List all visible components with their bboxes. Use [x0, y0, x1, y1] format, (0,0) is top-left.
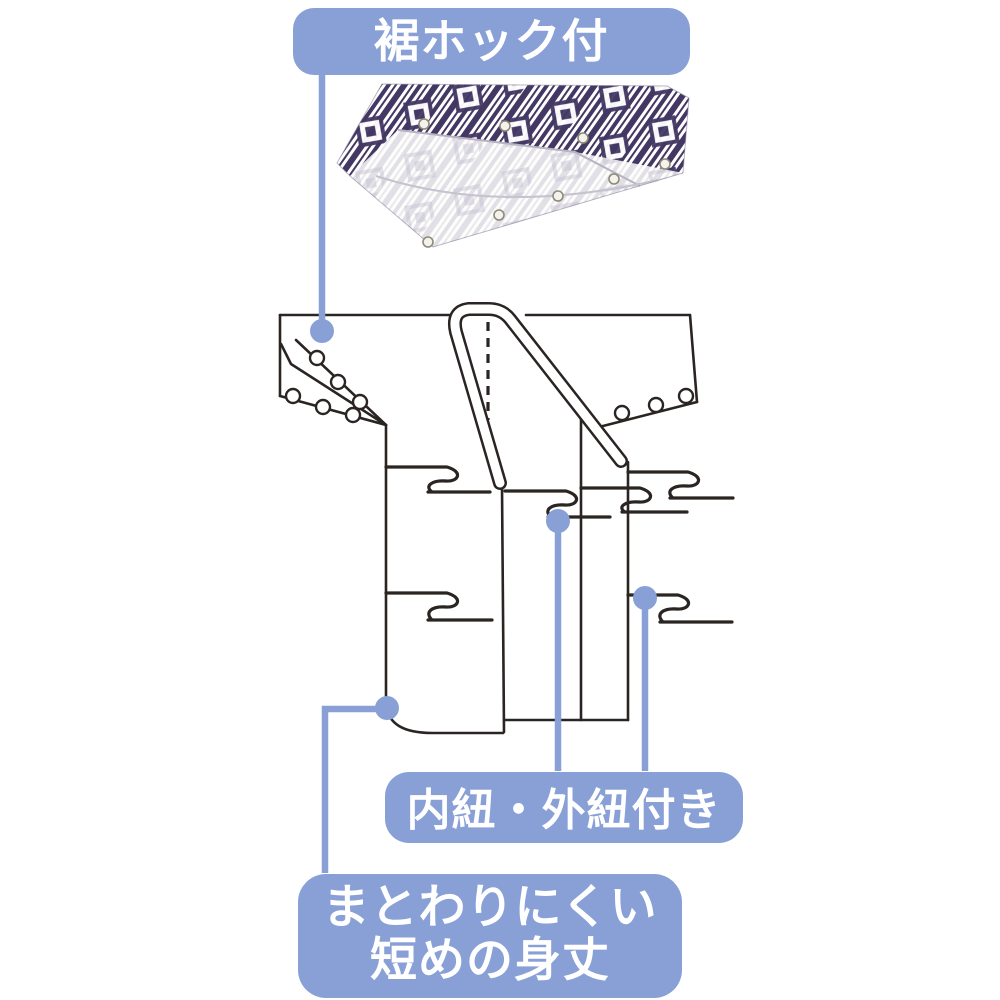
label-short-length-bg [298, 874, 682, 998]
callout-line-short-length [321, 705, 384, 873]
tie-left-upper [384, 465, 492, 494]
callout-dot-inner-tie [546, 509, 570, 533]
fold-edge [397, 129, 641, 187]
tie-inner-right [579, 486, 689, 514]
label-short-length-line1: まとわりにくい [322, 880, 657, 933]
fabric-photo [336, 83, 690, 248]
label-hem-hook-text: 裾ホック付 [374, 15, 609, 67]
callout-dot-short-length [375, 696, 399, 720]
right-sleeve [597, 313, 699, 429]
label-ties-bg [385, 772, 743, 843]
callout-dots [310, 319, 657, 720]
collar [447, 302, 628, 490]
fold-crease [375, 175, 659, 199]
tie-left-lower [384, 591, 494, 622]
label-short-length: まとわりにくい 短めの身丈 [298, 874, 682, 998]
label-short-length-line2: 短めの身丈 [370, 933, 610, 986]
label-hem-hook-bg [293, 8, 690, 75]
body-panels [384, 415, 630, 735]
snap-hooks [418, 118, 671, 248]
callout-dot-outer-tie [633, 586, 657, 610]
sleeve-snap-circles [284, 349, 695, 424]
callout-dot-hem-hook [310, 319, 334, 343]
rounded-hem [384, 702, 505, 735]
garment-line-drawing [278, 302, 735, 735]
tie-outer-upper [626, 470, 735, 500]
label-ties-text: 内紐・外紐付き [407, 786, 722, 835]
tie-outer-lower [626, 593, 734, 624]
callout-lines [318, 75, 649, 873]
label-ties: 内紐・外紐付き [385, 772, 743, 843]
label-hem-hook: 裾ホック付 [293, 8, 690, 75]
